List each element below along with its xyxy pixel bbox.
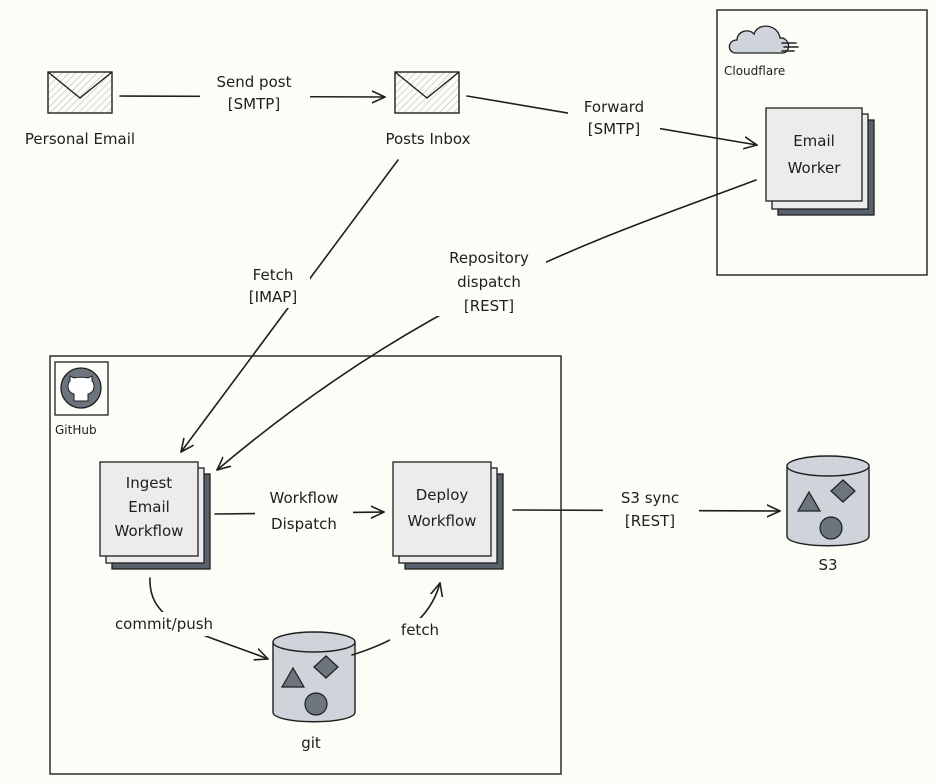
deploy-workflow-node: Deploy Workflow	[392, 461, 504, 570]
ingest-label-line1: Ingest	[126, 474, 172, 492]
cloudflare-label: Cloudflare	[724, 64, 785, 78]
repo-dispatch-line1: Repository	[449, 249, 529, 267]
email-worker-label-line1: Email	[793, 132, 835, 150]
s3-sync-edge-label: S3 sync [REST]	[603, 484, 699, 532]
fetch-imap-line1: Fetch	[253, 266, 294, 284]
fetch-edge-label: fetch	[390, 618, 450, 642]
workflow-dispatch-line1: Workflow	[270, 489, 339, 507]
fetch-text: fetch	[401, 621, 439, 639]
commit-push-text: commit/push	[115, 615, 213, 633]
cloud-icon	[728, 25, 799, 54]
repository-dispatch-edge-label: Repository dispatch [REST]	[432, 246, 546, 316]
deploy-label-line1: Deploy	[416, 486, 469, 504]
fetch-imap-line2: [IMAP]	[249, 288, 297, 306]
repository-dispatch-arrow	[216, 179, 757, 471]
repo-dispatch-line2: dispatch	[457, 273, 521, 291]
workflow-dispatch-edge-label: Workflow Dispatch	[255, 485, 353, 535]
github-container	[49, 355, 562, 775]
deploy-label-line2: Workflow	[408, 512, 477, 530]
s3-sync-line2: [REST]	[625, 512, 675, 530]
send-post-edge-label: Send post [SMTP]	[200, 68, 310, 114]
github-icon	[54, 361, 109, 416]
commit-push-edge-label: commit/push	[104, 612, 224, 636]
s3-label: S3	[818, 556, 837, 574]
forward-edge-label: Forward [SMTP]	[568, 94, 660, 140]
s3-sync-line1: S3 sync	[621, 489, 679, 507]
database-icon	[786, 455, 870, 547]
git-label: git	[301, 734, 321, 752]
personal-email-label: Personal Email	[25, 130, 135, 148]
workflow-dispatch-line2: Dispatch	[271, 515, 337, 533]
email-worker-label-line2: Worker	[788, 159, 842, 177]
ingest-label-line3: Workflow	[115, 522, 184, 540]
send-post-line1: Send post	[217, 73, 292, 91]
github-label: GitHub	[55, 423, 97, 437]
forward-line1: Forward	[584, 98, 644, 116]
fetch-imap-edge-label: Fetch [IMAP]	[238, 262, 310, 308]
email-worker-node: Email Worker	[765, 107, 875, 216]
cloudflare-container	[716, 9, 928, 276]
repo-dispatch-line3: [REST]	[464, 297, 514, 315]
database-icon	[272, 631, 356, 723]
envelope-icon	[394, 71, 460, 114]
posts-inbox-label: Posts Inbox	[385, 130, 470, 148]
forward-line2: [SMTP]	[588, 120, 640, 138]
envelope-icon	[47, 71, 113, 114]
send-post-line2: [SMTP]	[228, 95, 280, 113]
ingest-email-workflow-node: Ingest Email Workflow	[99, 461, 211, 570]
ingest-label-line2: Email	[128, 498, 170, 516]
